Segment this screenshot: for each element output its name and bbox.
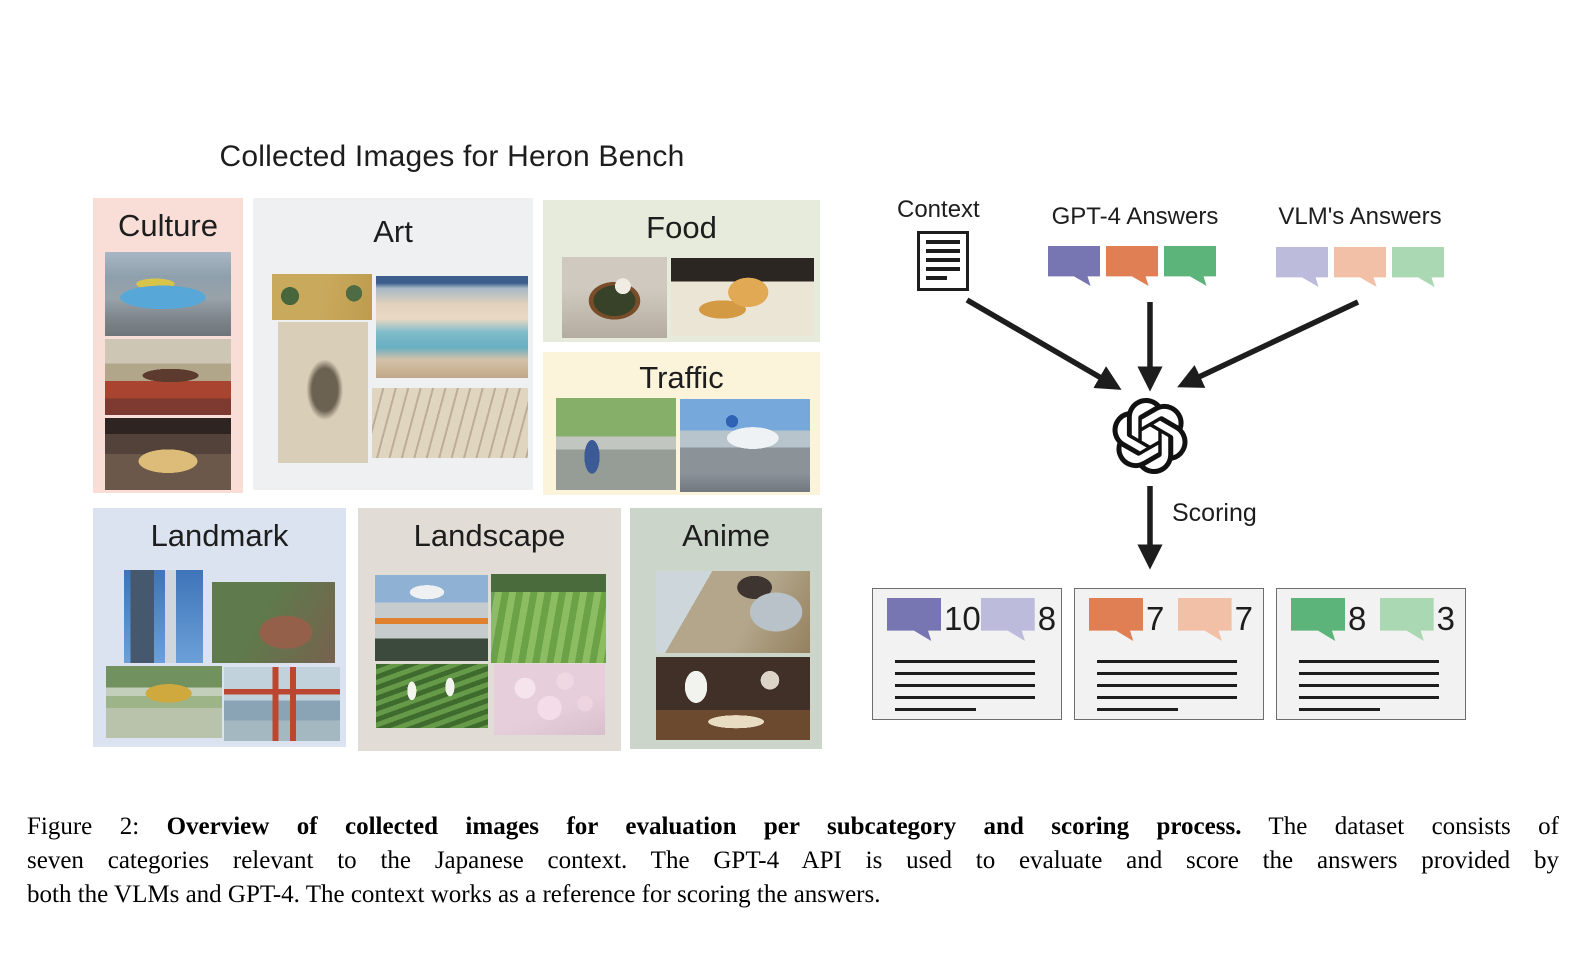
photo-rice-field-herons xyxy=(376,664,488,728)
photo-snowy-road-mount-fuji xyxy=(680,399,810,492)
vlm-score: 8 xyxy=(1037,600,1057,637)
speech-bubble-orange-icon xyxy=(1106,246,1158,286)
photo-itsukushima-floating-torii xyxy=(224,667,340,741)
category-panel-culture: Culture xyxy=(93,198,243,493)
category-label-food: Food xyxy=(646,210,717,245)
vlm-score: 3 xyxy=(1436,600,1455,637)
speech-bubble-orange-icon xyxy=(1089,598,1143,641)
photo-street-traffic-officer xyxy=(556,398,676,490)
answer-text-lines xyxy=(895,660,1035,720)
photo-quill-writing-scene xyxy=(656,571,810,653)
context-to-scorer-arrow xyxy=(965,297,1122,390)
photo-tokyo-skytree xyxy=(124,570,203,663)
photo-tempura-plate xyxy=(671,258,814,336)
figure-caption: Figure 2: Overview of collected images f… xyxy=(27,810,1559,912)
photo-green-tea-terraces xyxy=(491,574,606,663)
photo-kotatsu-tatami-room xyxy=(105,339,231,415)
speech-bubble-purple-icon xyxy=(887,598,941,641)
category-label-traffic: Traffic xyxy=(639,360,724,395)
vlm-answer-bubbles xyxy=(1276,247,1444,287)
speech-bubble-green-icon xyxy=(1164,246,1216,286)
speech-bubble-green-icon xyxy=(1291,598,1345,641)
gpt4-answer-bubbles xyxy=(1048,246,1216,286)
category-panel-landmark: Landmark xyxy=(93,508,346,747)
vlm-score: 7 xyxy=(1234,600,1253,637)
photo-kinkakuji-golden-pavilion xyxy=(106,666,222,738)
category-label-culture: Culture xyxy=(118,208,218,243)
speech-bubble-light-purple-icon xyxy=(980,598,1035,641)
photo-no-face-dinner-scene xyxy=(656,657,810,740)
photo-folding-screen-painting xyxy=(272,274,372,320)
score-card-purple: 10 8 xyxy=(872,588,1062,720)
score-card-orange: 7 7 xyxy=(1074,588,1264,720)
photo-komainu-statue xyxy=(212,582,335,663)
photo-pokemon-jet-airplane xyxy=(105,252,231,336)
category-label-landmark: Landmark xyxy=(150,518,289,553)
category-label-landscape: Landscape xyxy=(413,518,566,553)
speech-bubble-light-green-icon xyxy=(1379,598,1434,641)
photo-sumo-tournament-ring xyxy=(105,418,231,490)
category-panel-art: Art xyxy=(253,198,533,490)
vlm-answers-label: VLM's Answers xyxy=(1278,203,1442,230)
answer-text-lines xyxy=(1299,660,1439,720)
document-icon xyxy=(917,231,969,291)
speech-bubble-light-orange-icon xyxy=(1177,598,1232,641)
gpt4-score: 8 xyxy=(1348,600,1367,637)
category-panel-food: Food xyxy=(543,200,820,342)
speech-bubble-light-green-icon xyxy=(1392,247,1444,287)
scoring-label: Scoring xyxy=(1172,499,1257,527)
collage-title: Collected Images for Heron Bench xyxy=(219,140,685,173)
photo-ramen-bowl xyxy=(562,257,667,338)
gpt4-answers-label: GPT-4 Answers xyxy=(1051,203,1219,230)
speech-bubble-purple-icon xyxy=(1048,246,1100,286)
context-label: Context xyxy=(897,196,980,223)
answer-text-lines xyxy=(1097,660,1237,720)
category-label-anime: Anime xyxy=(682,518,770,553)
photo-choju-giga-animal-scroll xyxy=(372,388,528,458)
gpt4-score: 10 xyxy=(944,600,981,637)
photo-ink-landscape-scroll xyxy=(278,322,368,463)
category-panel-anime: Anime xyxy=(630,508,822,749)
photo-nihonbashi-ukiyoe-print xyxy=(376,276,528,378)
speech-bubble-light-orange-icon xyxy=(1334,247,1386,287)
caption-line-2: seven categories relevant to the Japanes… xyxy=(27,847,1559,874)
photo-cherry-blossoms xyxy=(494,664,605,735)
vlm-to-scorer-arrow xyxy=(1177,299,1360,388)
caption-line-3: both the VLMs and GPT-4. The context wor… xyxy=(27,881,881,908)
score-card-green: 8 3 xyxy=(1276,588,1466,720)
speech-bubble-light-purple-icon xyxy=(1276,247,1328,287)
category-label-art: Art xyxy=(373,214,413,249)
photo-train-mount-fuji xyxy=(375,575,488,661)
category-panel-traffic: Traffic xyxy=(543,352,820,495)
category-panel-landscape: Landscape xyxy=(358,508,621,751)
gpt4-score: 7 xyxy=(1146,600,1165,637)
openai-logo-icon xyxy=(1112,398,1188,474)
caption-line-1: Figure 2: Overview of collected images f… xyxy=(27,813,1559,840)
